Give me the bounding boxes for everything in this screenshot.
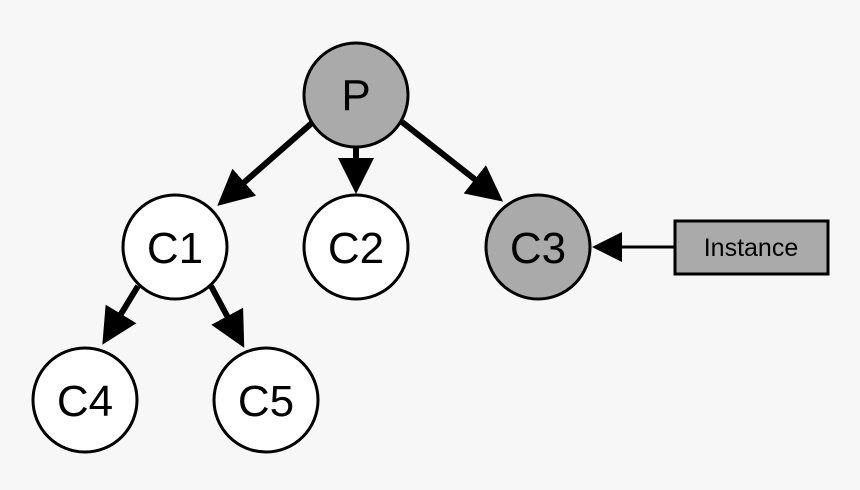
node-c3-label: C3 bbox=[510, 224, 566, 273]
node-c2-label: C2 bbox=[328, 224, 384, 273]
node-c1-label: C1 bbox=[147, 224, 203, 273]
node-c4: C4 bbox=[31, 346, 139, 454]
instance-box: Instance bbox=[673, 219, 830, 276]
node-c3: C3 bbox=[484, 193, 592, 301]
edge-p-c3 bbox=[400, 119, 504, 202]
edge-c1-c4 bbox=[102, 284, 141, 345]
node-c2: C2 bbox=[302, 193, 410, 301]
node-c4-label: C4 bbox=[57, 377, 113, 426]
edge-p-c1 bbox=[217, 119, 315, 206]
node-p-label: P bbox=[341, 71, 370, 120]
node-c5: C5 bbox=[212, 346, 320, 454]
instance-box-label: Instance bbox=[704, 234, 799, 262]
node-p: P bbox=[302, 41, 410, 149]
node-c1: C1 bbox=[121, 193, 229, 301]
edge-c1-c5 bbox=[208, 284, 245, 348]
node-c5-label: C5 bbox=[238, 377, 294, 426]
